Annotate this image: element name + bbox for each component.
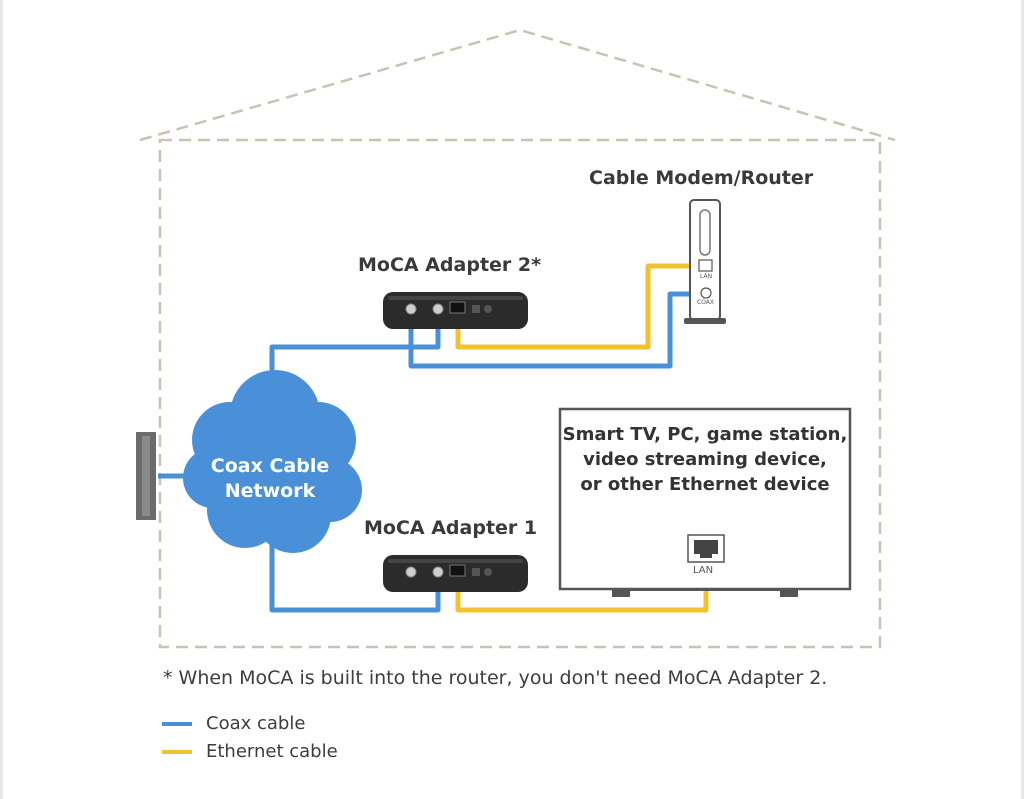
coax-adapter2-to-router xyxy=(408,291,700,369)
house-outline xyxy=(139,28,896,649)
legend-coax-label: Coax cable xyxy=(206,713,306,734)
tv-label-line-2: video streaming device, xyxy=(583,449,827,470)
adapter1-label: MoCA Adapter 1 xyxy=(364,517,538,539)
tv-lan-port xyxy=(687,534,725,563)
cloud-label-line-1: Coax Cable xyxy=(210,455,330,477)
router-label: Cable Modem/Router xyxy=(589,167,814,189)
adapter2-label: MoCA Adapter 2* xyxy=(358,254,542,276)
coax-cloud-to-adapter1 xyxy=(269,545,441,613)
adapter2-ethernet-port xyxy=(449,301,466,314)
router-lan-port xyxy=(698,259,713,272)
router-coax-label: COAX xyxy=(697,299,715,306)
footnote: * When MoCA is built into the router, yo… xyxy=(163,667,828,689)
legend-coax-swatch xyxy=(162,722,192,726)
legend-ethernet-swatch xyxy=(162,750,192,754)
adapter2-coax-port-1 xyxy=(405,303,417,315)
legend-ethernet-label: Ethernet cable xyxy=(206,741,338,762)
adapter1-coax-port-1 xyxy=(405,566,417,578)
moca-adapter-1 xyxy=(383,555,528,592)
wall-outlet xyxy=(136,432,156,520)
adapter2-coax-port-2 xyxy=(432,303,444,315)
tv-lan-label: LAN xyxy=(693,565,714,576)
coax-network-cloud xyxy=(183,370,362,553)
house-roof xyxy=(139,28,896,142)
tv-label-line-3: or other Ethernet device xyxy=(580,474,830,495)
cloud-label-line-2: Network xyxy=(224,480,316,502)
router-lan-label: LAN xyxy=(700,273,713,280)
adapter1-coax-port-2 xyxy=(432,566,444,578)
cloud-label: Coax Cable Network xyxy=(192,454,348,504)
cable-modem-router xyxy=(684,199,726,324)
house-walls xyxy=(158,138,882,649)
adapter1-ethernet-port xyxy=(449,564,466,577)
tv-label-line-1: Smart TV, PC, game station, xyxy=(562,424,848,445)
smart-tv xyxy=(558,407,852,597)
ethernet-adapter2-to-router xyxy=(455,263,700,350)
router-coax-port xyxy=(700,287,712,299)
moca-adapter-2 xyxy=(383,292,528,329)
tv-device-label: Smart TV, PC, game station, video stream… xyxy=(560,422,850,497)
